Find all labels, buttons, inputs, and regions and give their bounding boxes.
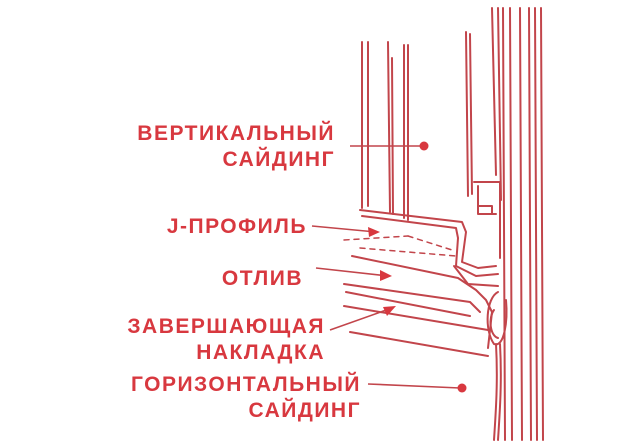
label-drip: ОТЛИВ [222, 266, 303, 292]
label-j-profile: J-ПРОФИЛЬ [167, 214, 307, 240]
dot-vertical-siding [419, 141, 429, 151]
label-drip-line1: ОТЛИВ [221, 267, 303, 290]
finishing-trim [486, 291, 508, 441]
vertical-siding-panels [361, 31, 473, 221]
arrow-j-profile [368, 227, 380, 237]
horizontal-siding-lines [343, 305, 489, 357]
j-profile-bracket [473, 181, 501, 259]
leader-horizontal-siding [367, 383, 461, 389]
label-horizontal-siding: ГОРИЗОНТАЛЬНЫЙ САЙДИНГ [131, 372, 361, 424]
leader-j-profile [311, 225, 377, 233]
dot-horizontal-siding [457, 383, 467, 393]
label-finishing-trim: ЗАВЕРШАЮЩАЯ НАКЛАДКА [127, 314, 325, 366]
label-finishing-trim-line2: НАКЛАДКА [196, 341, 325, 364]
leader-lines [311, 145, 461, 389]
label-vertical-siding: ВЕРТИКАЛЬНЫЙ САЙДИНГ [137, 121, 335, 173]
label-finishing-trim-line1: ЗАВЕРШАЮЩАЯ [127, 315, 325, 338]
arrow-finishing-trim [383, 306, 396, 316]
label-horizontal-siding-line2: САЙДИНГ [248, 399, 361, 422]
drip-cap [343, 255, 493, 349]
leader-finishing-trim [329, 307, 393, 331]
label-vertical-siding-line2: САЙДИНГ [222, 148, 335, 171]
label-vertical-siding-line1: ВЕРТИКАЛЬНЫЙ [137, 122, 335, 145]
leader-heads [368, 141, 467, 393]
label-j-profile-line1: J-ПРОФИЛЬ [166, 215, 307, 238]
wall-corner [491, 7, 544, 441]
arrow-drip [380, 270, 392, 281]
hidden-lines [343, 235, 457, 257]
leader-drip [315, 267, 389, 277]
label-horizontal-siding-line1: ГОРИЗОНТАЛЬНЫЙ [130, 373, 361, 396]
